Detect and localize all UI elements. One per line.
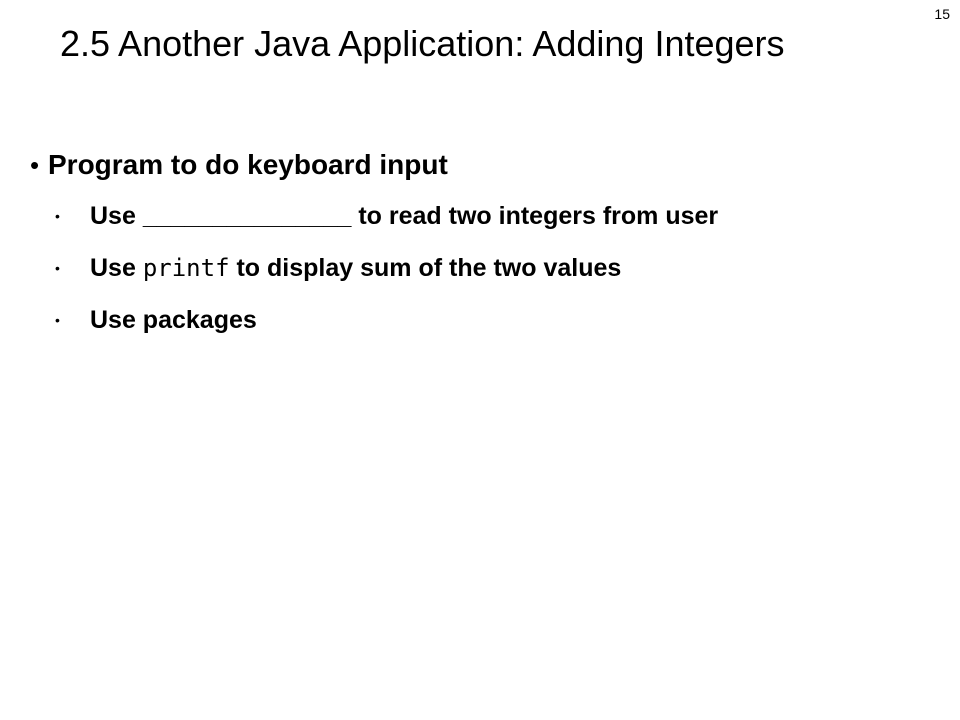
bullet-main: • Program to do keyboard input	[30, 148, 910, 182]
sub-bullet-prefix: Use	[90, 254, 136, 282]
bullet-dot-icon: •	[30, 150, 40, 180]
sub-bullet-input-text: Use _______________ to read two integers…	[90, 200, 910, 232]
sub-bullet-dot-icon: •	[55, 260, 60, 276]
bullet-main-text: Program to do keyboard input	[48, 149, 448, 180]
slide-content: • Program to do keyboard input • Use ___…	[30, 148, 910, 356]
sub-bullet-packages-text: Use packages	[90, 306, 257, 334]
sub-bullet-dot-icon: •	[55, 208, 60, 224]
sub-bullet-list: • Use _______________ to read two intege…	[55, 200, 910, 336]
page-number: 15	[934, 6, 950, 22]
sub-bullet-printf-text: Use printf to display sum of the two val…	[90, 252, 910, 284]
sub-bullet-packages: • Use packages	[55, 304, 910, 336]
sub-bullet-dot-icon: •	[55, 312, 60, 328]
sub-bullet-input: • Use _______________ to read two intege…	[55, 200, 910, 232]
sub-bullet-suffix: to read two integers from user	[358, 202, 719, 230]
code-printf: printf	[142, 254, 230, 282]
sub-bullet-prefix: Use	[90, 202, 136, 230]
fill-in-blank: _______________	[142, 202, 352, 230]
sub-bullet-printf: • Use printf to display sum of the two v…	[55, 252, 910, 284]
sub-bullet-suffix: to display sum of the two values	[236, 254, 622, 282]
slide-title: 2.5 Another Java Application: Adding Int…	[60, 23, 785, 64]
